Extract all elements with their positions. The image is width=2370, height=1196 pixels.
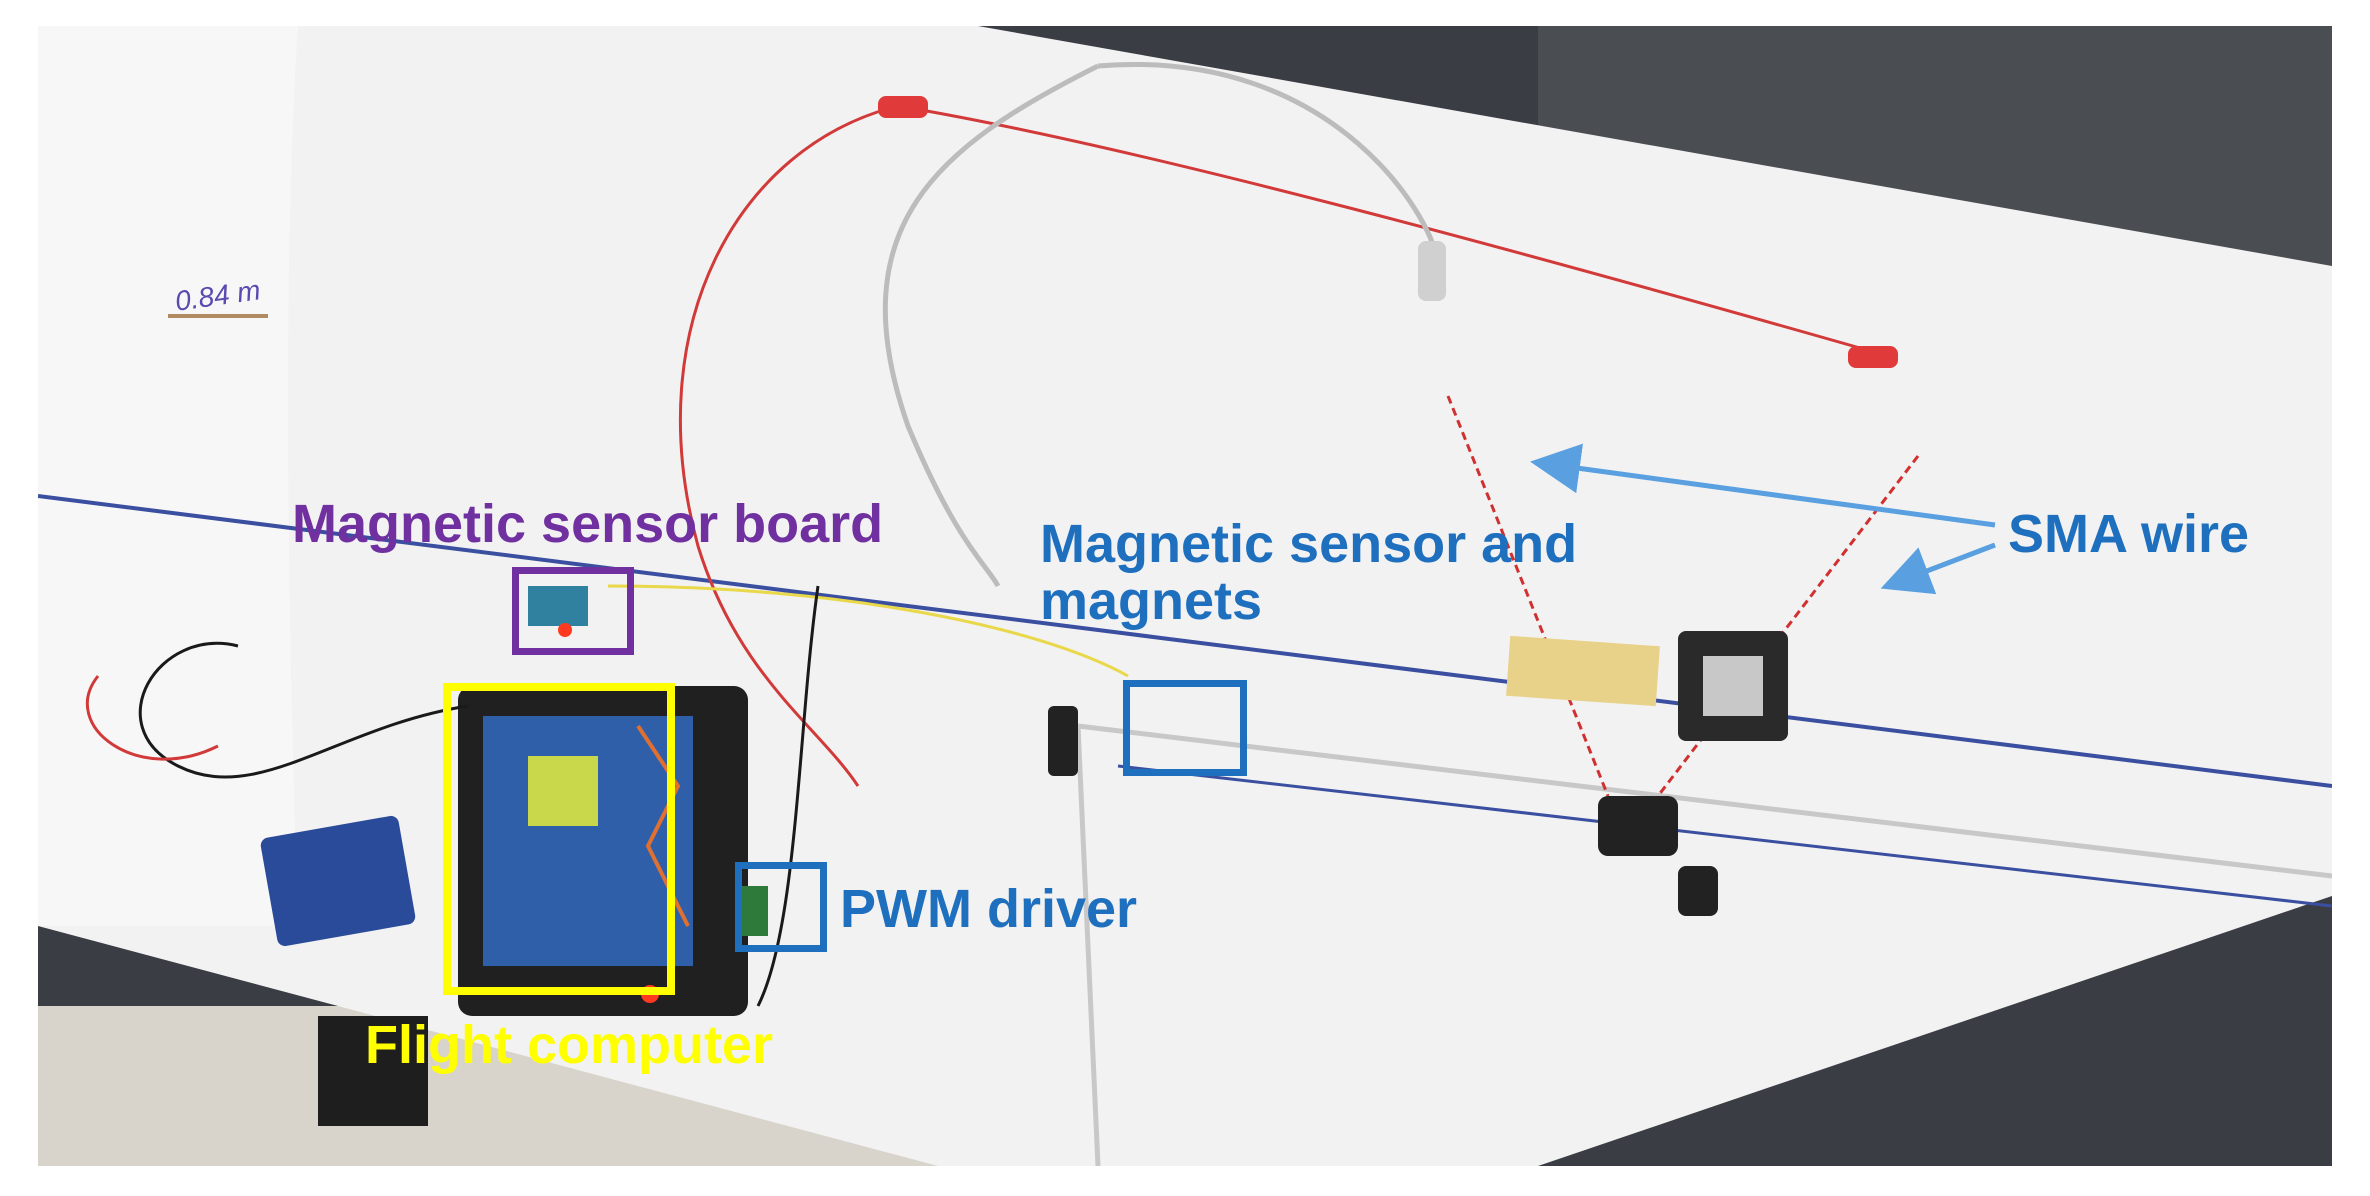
magnetic-sensor-and-magnets-label: Magnetic sensor and magnets (1040, 514, 1578, 631)
black-wire-right (756, 585, 820, 1007)
spar-line-lower (1117, 764, 2332, 908)
sma-wire-label: SMA wire (2008, 504, 2250, 564)
magnetic-sensor-and-magnets-box (1123, 680, 1247, 776)
magnetic-sensor-board-box (512, 567, 634, 655)
alligator-clip-3 (1418, 241, 1446, 301)
pwm-driver-box (735, 862, 827, 952)
hinge-clip (1048, 706, 1078, 776)
spar-line-upper (38, 494, 2332, 788)
power-module (318, 1016, 428, 1126)
sensor-board (528, 586, 588, 626)
aileron-cut (1075, 725, 1101, 1166)
servo-plate (1703, 656, 1763, 716)
flight-computer-chip (528, 756, 598, 826)
pwm-driver-board (738, 886, 768, 936)
flight-computer-label: Flight computer (365, 1015, 773, 1075)
hinge-line (1077, 723, 2332, 879)
sma-wire-left (1446, 395, 1610, 797)
breadboard (260, 815, 416, 947)
red-wire-left (85, 675, 219, 761)
alligator-clip-2 (1848, 346, 1898, 368)
magnetic-sensor-board-label: Magnetic sensor board (292, 494, 884, 554)
photo-scene (38, 26, 2332, 1166)
alligator-clip-1 (878, 96, 928, 118)
control-horn-1 (1598, 796, 1678, 856)
control-horn-2 (1678, 866, 1718, 916)
black-wire (138, 642, 469, 779)
flight-computer-box (443, 683, 675, 995)
masking-tape (1506, 635, 1660, 707)
pwm-driver-label: PWM driver (840, 879, 1138, 939)
sensor-led (558, 623, 572, 637)
wing-photo (38, 26, 2332, 1166)
red-lead-wire (678, 104, 1889, 787)
yellow-sensor-wire (607, 584, 1129, 678)
wing-left-section (38, 26, 298, 926)
